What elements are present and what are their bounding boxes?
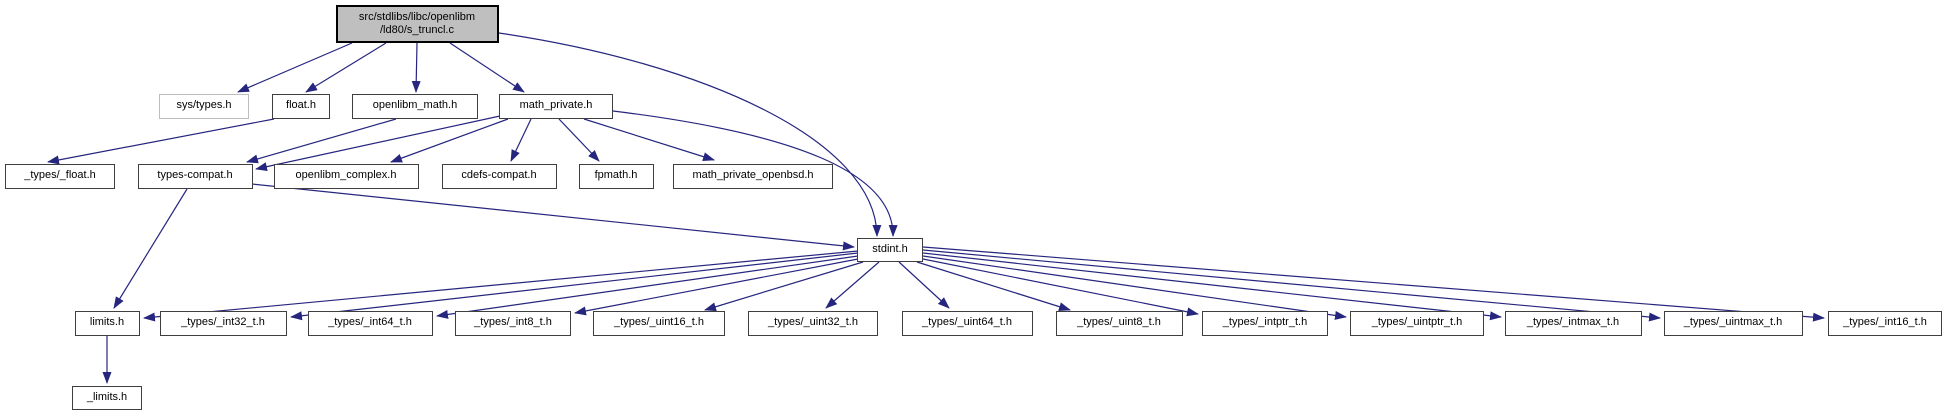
edge-group xyxy=(47,32,1825,384)
edge-s-truncl-c-to-math-private-h xyxy=(449,42,525,93)
edge-stdint-h-to-types-int32-t-h xyxy=(290,252,859,321)
edge-float-h-to-types-float-h xyxy=(47,118,275,165)
edge-math-private-h-to-fpmath-h xyxy=(558,118,600,162)
graph-node-sys-types-h: sys/types.h xyxy=(159,93,249,119)
graph-node-types-uint16-t-h[interactable]: _types/_uint16_t.h xyxy=(593,310,725,336)
graph-node-fpmath-h[interactable]: fpmath.h xyxy=(578,163,654,189)
graph-node-types-uint32-t-h[interactable]: _types/_uint32_t.h xyxy=(748,310,878,336)
graph-node-priv-limits-h[interactable]: _limits.h xyxy=(72,386,142,410)
graph-node-types-intptr-t-h[interactable]: _types/_intptr_t.h xyxy=(1202,310,1328,336)
graph-node-types-float-h[interactable]: _types/_float.h xyxy=(5,163,115,189)
graph-node-types-int16-t-h[interactable]: _types/_int16_t.h xyxy=(1828,310,1942,336)
graph-node-math-private-h[interactable]: math_private.h xyxy=(499,93,613,119)
edge-stdint-h-to-types-uint16-t-h xyxy=(704,261,864,312)
graph-node-openlibm-complex-h[interactable]: openlibm_complex.h xyxy=(273,163,419,189)
edge-stdint-h-to-types-uint64-t-h xyxy=(898,261,950,309)
edge-s-truncl-c-to-float-h xyxy=(305,42,387,93)
graph-node-types-intmax-t-h[interactable]: _types/_intmax_t.h xyxy=(1504,310,1642,336)
graph-node-types-compat-h[interactable]: types-compat.h xyxy=(137,163,253,189)
graph-node-types-int8-t-h[interactable]: _types/_int8_t.h xyxy=(455,310,571,336)
edge-stdint-h-to-types-uint32-t-h xyxy=(825,261,880,309)
edge-stdint-h-to-types-int16-t-h xyxy=(922,246,1825,322)
edge-stdint-h-to-types-uint8-t-h xyxy=(916,261,1071,312)
graph-node-types-uintptr-t-h[interactable]: _types/_uintptr_t.h xyxy=(1350,310,1484,336)
graph-node-limits-h[interactable]: limits.h xyxy=(74,310,140,336)
graph-node-types-int32-t-h[interactable]: _types/_int32_t.h xyxy=(159,310,287,336)
edge-stdint-h-to-types-uintptr-t-h xyxy=(922,255,1347,320)
edge-types-compat-h-to-limits-h xyxy=(113,188,188,309)
graph-node-float-h[interactable]: float.h xyxy=(272,93,330,119)
edge-s-truncl-c-to-stdint-h xyxy=(498,32,882,237)
graph-node-openlibm-math-h[interactable]: openlibm_math.h xyxy=(352,93,478,119)
edge-stdint-h-to-types-uintmax-t-h xyxy=(922,249,1661,322)
graph-node-cdefs-compat-h[interactable]: cdefs-compat.h xyxy=(441,163,557,189)
edge-stdint-h-to-limits-h xyxy=(143,250,859,322)
edge-s-truncl-c-to-openlibm-math-h xyxy=(411,42,421,93)
graph-node-types-uint64-t-h[interactable]: _types/_uint64_t.h xyxy=(901,310,1033,336)
graph-node-math-private-openbsd-h[interactable]: math_private_openbsd.h xyxy=(673,163,833,189)
edge-math-private-h-to-openlibm-complex-h xyxy=(390,118,509,163)
edge-math-private-h-to-math-private-openbsd-h xyxy=(583,118,715,161)
edge-math-private-h-to-stdint-h xyxy=(612,110,898,237)
edge-math-private-h-to-types-compat-h xyxy=(255,115,501,172)
edge-stdint-h-to-types-intmax-t-h xyxy=(922,252,1502,321)
graph-node-types-uint8-t-h[interactable]: _types/_uint8_t.h xyxy=(1055,310,1183,336)
edge-stdint-h-to-types-int8-t-h xyxy=(574,258,859,316)
edge-stdint-h-to-types-intptr-t-h xyxy=(922,258,1199,317)
edge-openlibm-math-h-to-types-compat-h xyxy=(246,118,397,164)
graph-node-s-truncl-c: src/stdlibs/libc/openlibm /ld80/s_truncl… xyxy=(335,5,499,43)
edge-types-compat-h-to-stdint-h xyxy=(251,183,855,251)
edge-math-private-h-to-cdefs-compat-h xyxy=(510,118,532,162)
graph-node-stdint-h[interactable]: stdint.h xyxy=(857,238,923,262)
graph-node-types-int64-t-h[interactable]: _types/_int64_t.h xyxy=(307,310,433,336)
edge-s-truncl-c-to-sys-types-h xyxy=(237,42,353,93)
edge-stdint-h-to-types-int64-t-h xyxy=(436,255,859,319)
graph-node-types-uintmax-t-h[interactable]: _types/_uintmax_t.h xyxy=(1663,310,1803,336)
